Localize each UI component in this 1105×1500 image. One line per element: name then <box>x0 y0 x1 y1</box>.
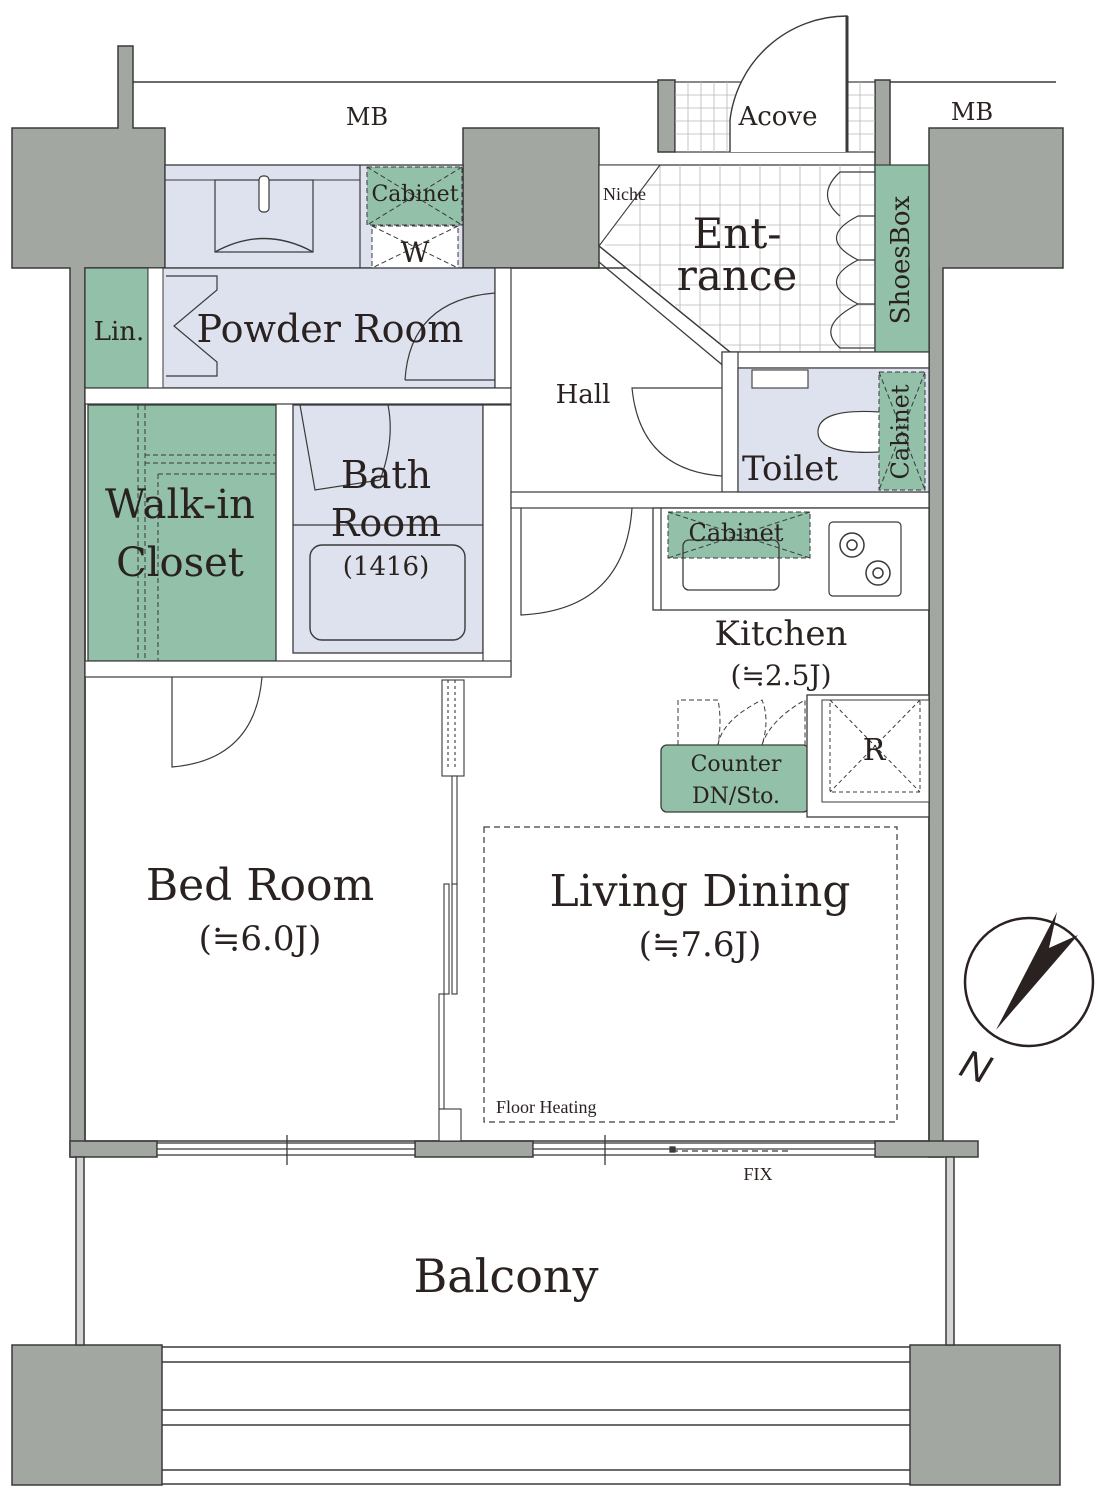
mb-right-label: MB <box>951 98 993 126</box>
fix-label: FIX <box>743 1164 772 1184</box>
toilet-label: Toilet <box>742 449 838 489</box>
kitchen-counter <box>652 507 930 611</box>
alcove <box>674 15 876 153</box>
window-sashes <box>156 1135 876 1165</box>
sliding-partition <box>438 679 465 1142</box>
kitchen-size-label: (≒2.5J) <box>730 659 831 692</box>
compass-north-icon <box>963 912 1095 1048</box>
niche-label: Niche <box>603 184 646 204</box>
bath-label-2: Room <box>331 501 441 545</box>
walk-in-label-2: Closet <box>116 540 244 586</box>
cabinet-kitchen-label: Cabinet <box>688 519 783 547</box>
entrance-label-2: rance <box>677 251 798 300</box>
entrance-label-1: Ent- <box>693 209 782 258</box>
bath-label-1: Bath <box>341 453 431 497</box>
refrigerator-label: R <box>863 733 887 768</box>
floor-heating-zone <box>483 826 898 1123</box>
powder-room-label: Powder Room <box>197 307 464 351</box>
balcony-rail <box>75 1156 955 1485</box>
gas-burner-icon <box>839 532 891 586</box>
vanity-area <box>164 164 464 269</box>
counter-storage <box>660 694 930 818</box>
powder-room <box>84 267 512 389</box>
counter-label-2: DN/Sto. <box>692 784 780 809</box>
floor-heating-label: Floor Heating <box>496 1097 597 1117</box>
mb-left-label: MB <box>346 103 388 131</box>
bed-room-label: Bed Room <box>146 860 374 911</box>
washer-label: W <box>401 236 430 269</box>
living-dining-size-label: (≒7.6J) <box>639 925 762 965</box>
sink-icon <box>214 237 314 253</box>
cabinet-toilet-label: Cabinet <box>887 384 915 479</box>
cabinet-powder-label: Cabinet <box>371 182 458 207</box>
north-label: N <box>954 1041 996 1092</box>
structure <box>11 45 1064 1486</box>
toilet-room <box>631 367 930 493</box>
shoes-box-label: ShoesBox <box>886 195 916 324</box>
alcove-label: Acove <box>737 102 817 132</box>
kitchen-label: Kitchen <box>715 614 848 654</box>
living-dining-label: Living Dining <box>550 866 851 917</box>
bathtub-icon <box>309 544 466 641</box>
bath-size-label: (1416) <box>343 552 429 582</box>
toilet-icon <box>817 410 881 453</box>
linen-label: Lin. <box>94 317 145 347</box>
counter-label-1: Counter <box>691 752 782 777</box>
entrance <box>598 164 930 369</box>
balcony-label: Balcony <box>413 1249 598 1303</box>
bath-room <box>292 404 512 676</box>
hall-label: Hall <box>556 380 611 410</box>
walk-in-closet <box>87 404 277 662</box>
bed-room-size-label: (≒6.0J) <box>199 919 322 959</box>
walk-in-label-1: Walk-in <box>105 482 255 528</box>
